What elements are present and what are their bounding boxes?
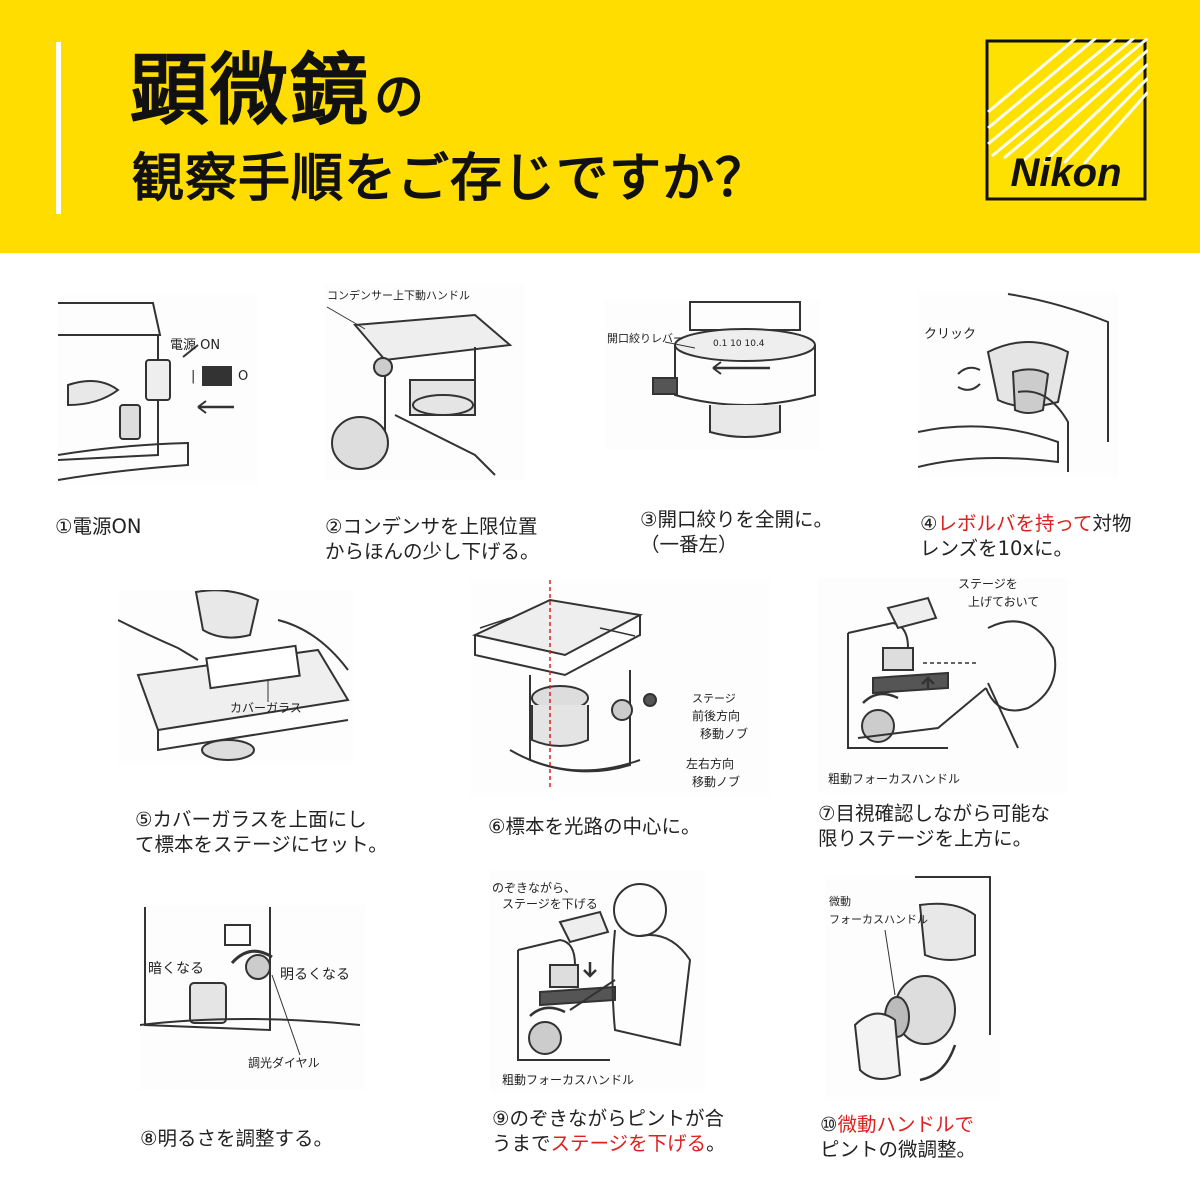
caption-text: うまで — [492, 1132, 551, 1155]
step-5-caption: ⑤カバーガラスを上面にして標本をステージにセット。 — [135, 807, 388, 857]
caption-text: ⑦目視確認しながら可能な — [818, 802, 1050, 825]
caption-text: 限りステージを上方に。 — [818, 827, 1033, 850]
step-1-illustration: 電源 ON | O — [58, 295, 258, 485]
caption-line: ⑨のぞきながらピントが合 — [492, 1106, 726, 1131]
step-10-caption: ⑩微動ハンドルでピントの微調整。 — [820, 1112, 976, 1162]
fine-label-1: 微動 — [829, 895, 851, 908]
step-2-caption: ②コンデンサを上限位置からほんの少し下げる。 — [325, 514, 540, 564]
logo-text: Nikon — [1010, 151, 1121, 195]
caption-text: ③開口絞りを全開に。 — [640, 508, 833, 531]
condenser-handle-label: コンデンサー上下動ハンドル — [327, 289, 470, 302]
caption-line: ⑦目視確認しながら可能な — [818, 801, 1050, 826]
page-subtitle: 観察手順をご存じですか？ — [132, 149, 769, 209]
caption-line: からほんの少し下げる。 — [325, 539, 540, 564]
switch-on-mark: | — [191, 369, 196, 384]
fine-label-2: フォーカスハンドル — [829, 913, 928, 926]
caption-line: ⑧明るさを調整する。 — [140, 1126, 333, 1151]
caption-text: て標本をステージにセット。 — [135, 833, 388, 856]
dimmer-dial-label: 調光ダイヤル — [248, 1056, 320, 1070]
caption-text: 対物 — [1092, 512, 1132, 535]
step-6-illustration: ステージ 前後方向 移動ノブ 左右方向 移動ノブ — [470, 580, 770, 795]
caption-text: ⑩ — [820, 1113, 838, 1136]
cover-glass-label: カバーガラス — [230, 701, 302, 715]
caption-text: 。 — [706, 1132, 726, 1155]
coarse-focus-label: 粗動フォーカスハンドル — [828, 772, 961, 786]
caption-line: ③開口絞りを全開に。 — [640, 507, 833, 532]
caption-line: 限りステージを上方に。 — [818, 826, 1050, 851]
stage-label: ステージ — [692, 692, 736, 705]
step-4-caption: ④レボルバを持って対物レンズを10xに。 — [920, 511, 1132, 561]
page-title: 顕微鏡 の — [130, 46, 424, 136]
caption-text: ⑨のぞきながらピントが合 — [492, 1107, 724, 1130]
power-label: 電源 ON — [170, 338, 221, 353]
caption-line: ⑥標本を光路の中心に。 — [488, 814, 700, 839]
title-particle: の — [374, 68, 425, 126]
caption-line: ピントの微調整。 — [820, 1137, 976, 1162]
caption-line: て標本をステージにセット。 — [135, 832, 388, 857]
switch-off-mark: O — [238, 369, 249, 384]
caption-line: ⑩微動ハンドルで — [820, 1112, 976, 1137]
step-4-illustration: クリック — [918, 292, 1118, 477]
raise-stage-label-2: 上げておいて — [968, 595, 1040, 609]
caption-text: ①電源ON — [55, 515, 142, 538]
step-3-caption: ③開口絞りを全開に。（一番左） — [640, 507, 833, 557]
step-5-illustration: カバーガラス — [118, 590, 353, 765]
front-back-knob-label: 移動ノブ — [700, 727, 749, 741]
header-divider — [56, 42, 61, 214]
step-10-illustration: 微動 フォーカスハンドル — [825, 875, 1000, 1100]
step-8-caption: ⑧明るさを調整する。 — [140, 1126, 333, 1151]
caption-text: からほんの少し下げる。 — [325, 540, 540, 563]
dark-label: 暗くなる — [148, 961, 204, 977]
front-back-label: 前後方向 — [692, 709, 741, 723]
caption-text: レンズを10xに。 — [920, 537, 1073, 560]
step-7-illustration: ステージを 上げておいて 粗動フォーカスハンドル — [818, 578, 1068, 793]
caption-line: レンズを10xに。 — [920, 536, 1132, 561]
caption-line: ⑤カバーガラスを上面にし — [135, 807, 388, 832]
left-right-knob-label: 移動ノブ — [692, 775, 741, 789]
step-9-caption: ⑨のぞきながらピントが合うまでステージを下げる。 — [492, 1106, 726, 1156]
step-7-caption: ⑦目視確認しながら可能な限りステージを上方に。 — [818, 801, 1050, 851]
aperture-scale: 0.1 10 10.4 — [713, 339, 765, 349]
caption-line: ②コンデンサを上限位置 — [325, 514, 540, 539]
click-label: クリック — [924, 327, 977, 342]
caption-line: ④レボルバを持って対物 — [920, 511, 1132, 536]
caption-text: ⑤カバーガラスを上面にし — [135, 808, 367, 831]
caption-highlight: ステージを下げる — [550, 1132, 707, 1155]
caption-text: ピントの微調整。 — [820, 1138, 977, 1161]
step-8-illustration: 暗くなる 明るくなる 調光ダイヤル — [140, 905, 365, 1090]
caption-text: （一番左） — [640, 533, 738, 556]
step-3-illustration: 開口絞りレバー 0.1 10 10.4 — [605, 300, 820, 450]
caption-highlight: 微動ハンドルで — [837, 1113, 974, 1136]
look-label-1: のぞきながら、 — [492, 881, 577, 895]
caption-line: （一番左） — [640, 532, 833, 557]
step-6-caption: ⑥標本を光路の中心に。 — [488, 814, 700, 839]
step-9-illustration: のぞきながら、 ステージを下げる 粗動フォーカスハンドル — [490, 870, 705, 1092]
caption-highlight: レボルバを持って — [937, 512, 1093, 535]
caption-text: ⑥標本を光路の中心に。 — [488, 815, 701, 838]
nikon-logo-icon: Nikon — [984, 38, 1148, 202]
caption-text: ④ — [920, 512, 938, 535]
caption-text: ②コンデンサを上限位置 — [325, 515, 538, 538]
left-right-label: 左右方向 — [686, 757, 735, 771]
bright-label: 明るくなる — [280, 967, 350, 983]
raise-stage-label-1: ステージを — [958, 578, 1018, 591]
caption-line: うまでステージを下げる。 — [492, 1131, 726, 1156]
aperture-lever-label: 開口絞りレバー — [607, 332, 684, 345]
step-1-caption: ①電源ON — [55, 514, 141, 539]
nikon-logo: Nikon — [984, 38, 1148, 202]
title-main: 顕微鏡 — [130, 46, 371, 136]
coarse-focus-label-2: 粗動フォーカスハンドル — [502, 1073, 635, 1087]
step-2-illustration: コンデンサー上下動ハンドル — [325, 285, 525, 480]
caption-text: ⑧明るさを調整する。 — [140, 1127, 333, 1150]
caption-line: ①電源ON — [55, 514, 141, 539]
look-label-2: ステージを下げる — [502, 897, 598, 911]
